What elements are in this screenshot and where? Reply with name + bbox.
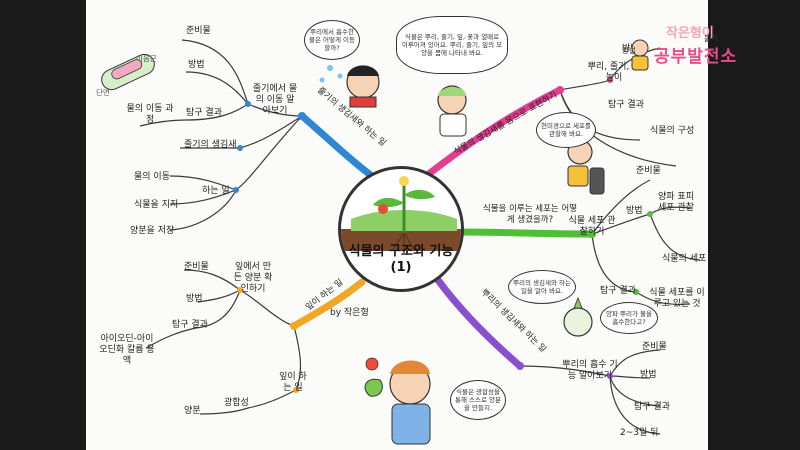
logo-badge: 방법 — [622, 46, 636, 55]
letterbox-right — [708, 0, 800, 450]
cells-item-3: 식물의 세포 — [662, 254, 707, 264]
branch-representation — [422, 86, 564, 180]
water-drops-illustration — [319, 65, 343, 83]
author-credit: by 작은형 — [330, 308, 369, 318]
logo-main-text: 공부발전소 — [654, 47, 738, 67]
leaves-sub2: 잎이 하는 일 — [279, 372, 307, 393]
man-with-leaf-illustration — [364, 357, 431, 445]
cells-item-1: 방법 — [626, 206, 643, 216]
branch-joints — [233, 77, 653, 393]
movement-item-0: 준비물 — [186, 26, 211, 36]
movement-item-1: 방법 — [188, 60, 205, 70]
bubble-roots: 뿌리의 생김새와 하는 일을 알아 봐요. — [508, 270, 576, 304]
movement-sub3-item-2: 양분을 저장 — [130, 226, 175, 236]
representation-item-0: 방법 — [622, 44, 639, 54]
bubble-photosynthesis: 식물은 광합성을 통해 스스로 양분을 만들지. — [450, 380, 506, 420]
cells-item-0: 준비물 — [636, 166, 661, 176]
branch-movement — [298, 112, 376, 180]
movement-sub3: 하는 일 — [202, 186, 230, 196]
center-title-sub: (1) — [390, 260, 412, 275]
bubble-plant-parts: 식물은 뿌리, 줄기, 잎, 꽃과 열매로 이루어져 있어요. 뿌리, 줄기, … — [396, 16, 508, 74]
roots-sub1: 뿌리의 흡수 기능 알아보기 — [562, 360, 618, 381]
leaves-item-0: 준비물 — [184, 262, 209, 272]
microscope-boy-illustration — [567, 139, 605, 195]
plant-illustration — [341, 176, 461, 253]
leaves-sublines — [145, 269, 302, 415]
movement-sublines — [139, 39, 303, 231]
leaves-sub1: 잎에서 만든 양분 확인하기 — [233, 262, 273, 294]
roots-item-3: 2~3일 뒤 — [620, 428, 659, 438]
tube-annotation: 이음근 — [136, 54, 157, 63]
movement-sub2: 줄기의 생김새 — [184, 140, 237, 150]
cells-sublines — [591, 179, 701, 305]
leaves-sub2-item-1: 양분 — [184, 406, 201, 416]
branch-roots — [434, 276, 524, 370]
cells-item-4: 탐구 결과 — [600, 286, 636, 296]
stem-cross-section-illustration — [101, 53, 155, 91]
representation-sub1: 뿌리, 줄기, 잎 놀이 — [587, 62, 641, 83]
branch-label-cells: 식물을 이루는 세포는 어떻게 생겼을까? — [482, 204, 578, 225]
roots-item-0: 준비물 — [642, 342, 667, 352]
logo-top-text: 작은형이 — [666, 26, 714, 41]
representation-item-1: 탐구 결과 — [608, 100, 644, 110]
channel-logo: 방법 작은형이 돌직 공부발전소 — [622, 18, 754, 78]
mascot-icon — [631, 39, 649, 71]
branch-leaves — [290, 278, 366, 330]
center-title: 식물의 구조와 기능 (1) — [336, 244, 466, 276]
movement-result: 물의 이동 과정 — [126, 104, 174, 125]
leaves-sub2-item-0: 광합성 — [224, 398, 249, 408]
bubble-water-question: 뿌리에서 흡수한 물은 어떻게 이동할까? — [304, 20, 360, 60]
leaves-item-1: 방법 — [186, 294, 203, 304]
roots-item-1: 방법 — [640, 370, 657, 380]
movement-sub3-item-0: 물의 이동 — [134, 172, 170, 182]
center-title-main: 식물의 구조와 기능 — [348, 244, 454, 259]
leaves-item-2: 탐구 결과 — [172, 320, 208, 330]
girl-pointing-illustration — [437, 85, 467, 137]
boy-thinking-illustration — [346, 65, 380, 108]
representation-item-2: 식물의 구성 — [650, 126, 695, 136]
bubble-microscope: 현미경으로 세포를 관찰해 봐요. — [536, 112, 596, 148]
movement-item-2: 탐구 결과 — [186, 108, 222, 118]
movement-sub3-item-1: 식물을 지지 — [134, 200, 179, 210]
bubble-onion: 양파 뿌리가 물을 흡수한다고? — [600, 302, 658, 334]
roots-item-2: 탐구 결과 — [634, 402, 670, 412]
movement-sub1: 줄기에서 물의 이동 알아보기 — [252, 84, 298, 116]
cells-item-5: 식물 세포를 이루고 있는 것 — [649, 288, 705, 309]
center-node — [338, 166, 464, 292]
tube-annotation-2: 단면 — [96, 88, 110, 97]
cells-item-2: 양파 표피 세포 관찰 — [658, 192, 694, 213]
onion-jar-illustration — [563, 296, 593, 337]
logo-badge-2: 돌직 — [704, 34, 718, 43]
letterbox-left — [0, 0, 86, 450]
leaves-item-3: 아이오딘-아이오딘화 칼륨 용액 — [99, 334, 155, 366]
cells-sub1: 식물 세포 관찰하기 — [568, 216, 616, 237]
branch-cells — [458, 228, 596, 238]
